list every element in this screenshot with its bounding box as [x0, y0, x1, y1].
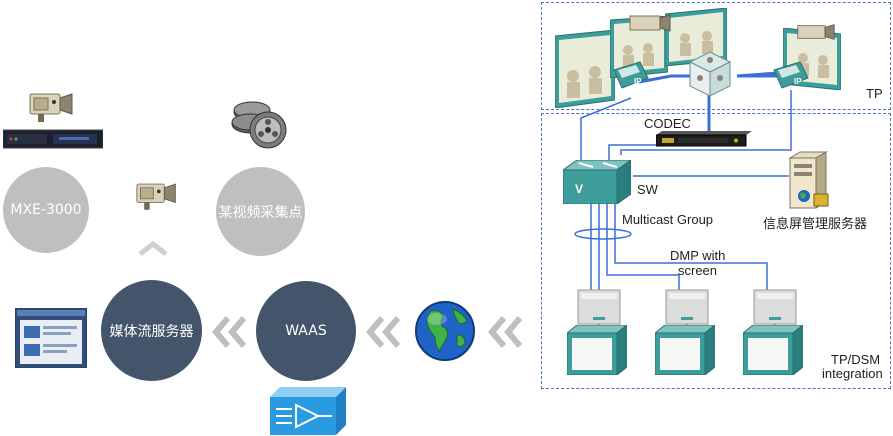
display-screen-icon	[655, 325, 715, 375]
telepresence-screen-icon	[555, 30, 615, 108]
globe-icon	[415, 301, 475, 361]
integration-label-line2: integration	[822, 366, 883, 381]
dmp-label-line2: screen	[678, 263, 718, 278]
mxe-3000-label: MXE-3000	[10, 202, 82, 218]
display-screen-icon	[743, 325, 803, 375]
video-camera-icon	[797, 24, 835, 40]
sw-label: SW	[637, 182, 658, 197]
mxe-3000-node: MXE-3000	[3, 167, 89, 253]
multipoint-cube-icon	[688, 51, 732, 97]
left-chevrons-icon	[212, 316, 247, 348]
dsm-section-box	[541, 113, 891, 389]
layer3-switch-icon: V	[563, 160, 631, 204]
left-chevrons-icon	[366, 316, 401, 348]
video-capture-point-node: 某视频采集点	[216, 167, 305, 256]
media-stream-server-node: 媒体流服务器	[101, 280, 202, 381]
codec-device-icon	[656, 131, 752, 147]
integration-label-line1: TP/DSM	[831, 352, 881, 367]
video-camera-icon	[136, 183, 176, 210]
telepresence-screen-icon	[665, 8, 727, 66]
waas-label: WAAS	[285, 323, 327, 339]
left-chevrons-icon	[488, 316, 523, 348]
rack-server-icon	[3, 129, 103, 149]
tp-label: TP	[866, 86, 883, 101]
svg-text:IP: IP	[794, 77, 802, 86]
multicast-group-label: Multicast Group	[622, 212, 714, 227]
tp-section-box	[541, 2, 891, 110]
app-window-icon	[15, 308, 87, 368]
waas-accelerator-icon	[270, 387, 346, 435]
media-server-label: 媒体流服务器	[109, 323, 194, 340]
codec-label: CODEC	[644, 116, 691, 131]
up-chevron-icon	[138, 240, 168, 256]
dmp-player-icon	[577, 289, 621, 325]
waas-node: WAAS	[256, 281, 356, 381]
video-camera-icon	[629, 14, 671, 32]
tower-server-icon	[788, 151, 829, 209]
ip-phone-icon: IP	[613, 61, 649, 89]
svg-text:V: V	[575, 182, 583, 196]
video-camera-icon	[29, 93, 73, 122]
svg-text:IP: IP	[634, 77, 642, 86]
info-screen-server-label: 信息屏管理服务器	[763, 217, 868, 232]
ip-phone-icon: IP	[773, 61, 809, 89]
dmp-label-line1: DMP with	[670, 248, 726, 263]
film-reels-icon	[231, 101, 287, 149]
dmp-player-icon	[665, 289, 709, 325]
dmp-player-icon	[753, 289, 797, 325]
display-screen-icon	[567, 325, 627, 375]
capture-point-label: 某视频采集点	[218, 204, 303, 221]
